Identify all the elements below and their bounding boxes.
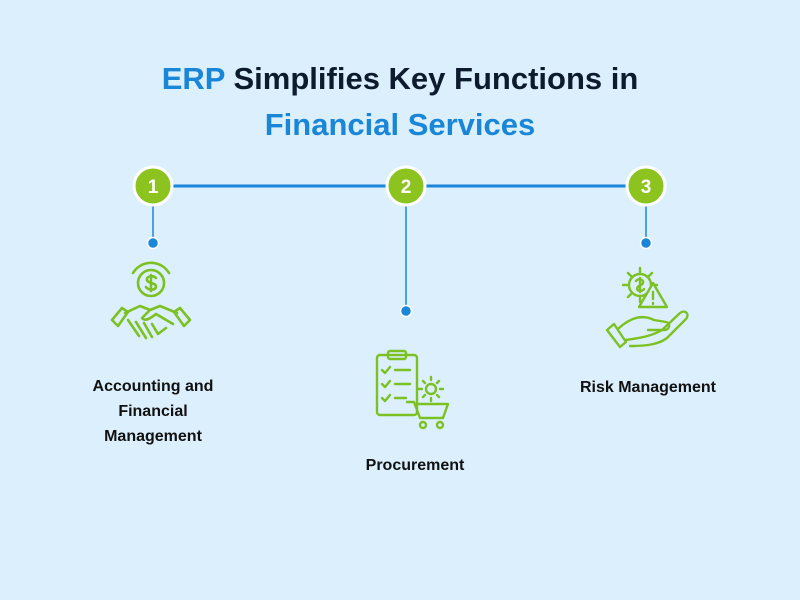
step-badge-1: 1 [132,165,174,207]
step-badge-3: 3 [625,165,667,207]
step-number-3: 3 [641,177,652,198]
stem-dot-1 [146,236,160,250]
title-accent: ERP [161,61,225,96]
title-line-1: ERP Simplifies Key Functions in [0,56,800,102]
title-line-2: Financial Services [264,107,536,142]
step-number-2: 2 [401,177,412,198]
stem-dot-3 [639,236,653,250]
step-number-1: 1 [148,177,159,198]
diagram-title: ERP Simplifies Key Functions in Financia… [0,56,800,148]
title-line-1-rest: Simplifies Key Functions in [224,61,639,96]
checklist-cart-icon [375,349,450,430]
step-badge-2: 2 [385,165,427,207]
stem-dot-2 [399,304,413,318]
step-label-1: Accounting and Financial Management [92,378,214,445]
step-label-3: Risk Management [579,379,717,396]
step-label-2: Procurement [365,457,465,474]
handshake-dollar-icon [110,261,192,340]
hand-gear-warning-icon [605,266,689,349]
